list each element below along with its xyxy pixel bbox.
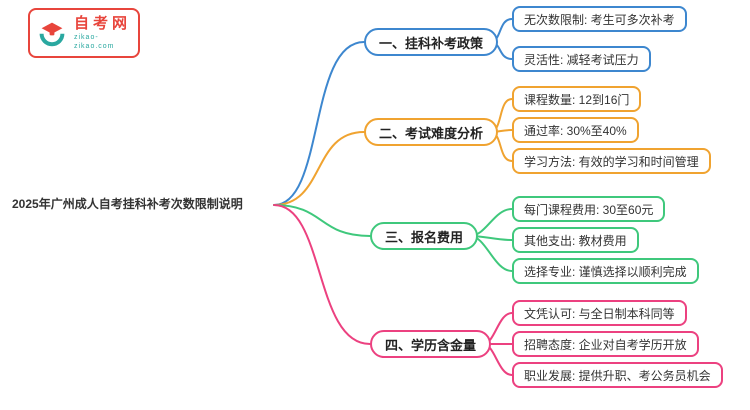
site-logo: 自考网 zikao-zikao.com (28, 8, 140, 58)
leaf-node: 无次数限制: 考生可多次补考 (512, 6, 687, 32)
branch-node-difficulty: 二、考试难度分析 (364, 118, 499, 146)
leaf-node: 职业发展: 提供升职、考公务员机会 (512, 362, 723, 388)
leaf-node: 其他支出: 教材费用 (512, 227, 639, 253)
leaf-node: 通过率: 30%至40% (512, 117, 639, 143)
branch-node-policy: 一、挂科补考政策 (364, 28, 499, 56)
leaf-node: 课程数量: 12到16门 (512, 86, 642, 112)
leaf-node: 学习方法: 有效的学习和时间管理 (512, 148, 711, 174)
leaf-node: 文凭认可: 与全日制本科同等 (512, 300, 687, 326)
leaf-node: 灵活性: 减轻考试压力 (512, 46, 651, 72)
branch-node-value: 四、学历含金量 (370, 330, 492, 358)
central-topic: 2025年广州成人自考挂科补考次数限制说明 (12, 195, 243, 212)
leaf-node: 选择专业: 谨慎选择以顺利完成 (512, 258, 699, 284)
leaf-node: 每门课程费用: 30至60元 (512, 196, 666, 222)
site-name: 自考网 (74, 15, 132, 32)
leaf-node: 招聘态度: 企业对自考学历开放 (512, 331, 699, 357)
branch-node-fees: 三、报名费用 (370, 222, 479, 250)
site-url: zikao-zikao.com (74, 34, 115, 50)
graduation-cap-icon (39, 22, 65, 47)
